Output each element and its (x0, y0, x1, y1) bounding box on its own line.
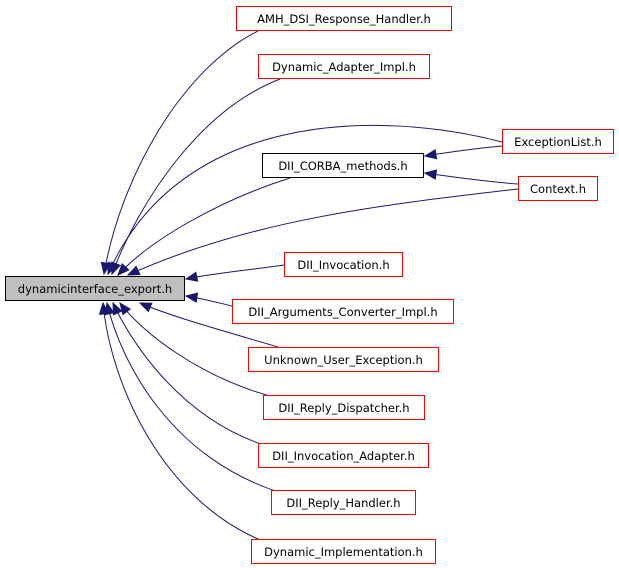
arrowhead-corba_methods-to-root (117, 262, 130, 276)
node-unknown-user-exception[interactable]: Unknown_User_Exception.h (248, 347, 439, 372)
edge-exception_list-to-corba_methods (424, 145, 503, 157)
arrowhead-dyn_impl-to-root (98, 301, 110, 315)
arrowhead-inv_adapter-to-root (112, 301, 123, 316)
edge-dyn_adapter-to-root (111, 78, 281, 275)
arrowhead-context-to-root (126, 265, 141, 276)
node-dii-reply-dispatcher[interactable]: DII_Reply_Dispatcher.h (263, 395, 425, 420)
node-dii-invocation[interactable]: DII_Invocation.h (284, 252, 403, 277)
arrowhead-args_conv-to-root (184, 292, 199, 303)
edge-invocation-to-root (185, 264, 285, 280)
arrowhead-exception_list-to-root (107, 261, 118, 276)
node-dynamic-adapter-impl[interactable]: Dynamic_Adapter_Impl.h (258, 54, 430, 79)
node-root[interactable]: dynamicinterface_export.h (5, 276, 185, 301)
node-context[interactable]: Context.h (518, 176, 598, 201)
edge-reply_handler-to-root (106, 302, 286, 495)
edge-exception_list-to-root (107, 124, 503, 275)
edge-dyn_impl-to-root (102, 302, 266, 543)
arrowhead-context-to-corba_methods (423, 169, 438, 180)
arrowhead-invocation-to-root (184, 271, 199, 282)
node-dynamic-implementation[interactable]: Dynamic_Implementation.h (251, 539, 436, 564)
edge-amh-to-root (103, 30, 259, 275)
node-exception-list[interactable]: ExceptionList.h (502, 129, 614, 154)
edge-corba_methods-to-root (117, 177, 291, 276)
node-dii-reply-handler[interactable]: DII_Reply_Handler.h (271, 490, 416, 515)
edge-context-to-root (127, 188, 519, 276)
node-dii-arguments-converter-impl[interactable]: DII_Arguments_Converter_Impl.h (232, 299, 454, 324)
edge-inv_adapter-to-root (112, 302, 271, 448)
edge-context-to-corba_methods (424, 172, 519, 185)
arrowhead-exception_list-to-corba_methods (423, 149, 438, 160)
arrowhead-reply_disp-to-root (119, 301, 132, 316)
node-dii-corba-methods[interactable]: DII_CORBA_methods.h (262, 153, 424, 178)
edge-reply_disp-to-root (119, 302, 286, 401)
arrowhead-unknown_user-to-root (138, 302, 153, 313)
node-amh-dsi-response-handler[interactable]: AMH_DSI_Response_Handler.h (236, 6, 452, 31)
node-dii-invocation-adapter[interactable]: DII_Invocation_Adapter.h (258, 443, 429, 468)
edge-unknown_user-to-root (139, 302, 279, 348)
